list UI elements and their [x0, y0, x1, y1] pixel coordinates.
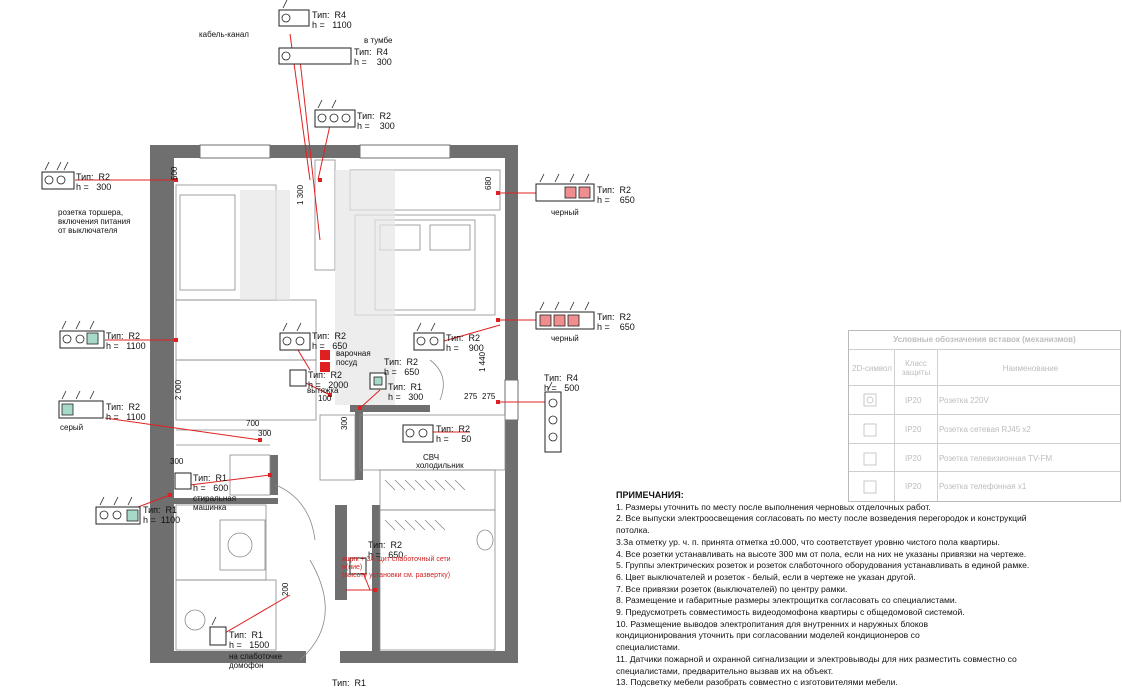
legend-header-class: Класс защиты	[901, 359, 931, 377]
legend-header-row: 2D-символ Класс защиты Наименование	[849, 349, 1120, 386]
note-line: специалистами, предварительно вызвав их …	[616, 665, 834, 676]
tag-t17: Тип: R1 h = 1100	[143, 505, 181, 525]
note-line: потолка.	[616, 525, 650, 536]
note-line: 6. Цвет выключателей и розеток - белый, …	[616, 571, 916, 582]
tag-t11: Тип: R2 h = 650	[384, 357, 420, 377]
tag-t5: Тип: R2 h = 650	[597, 185, 635, 205]
note-cabinet: в тумбе	[364, 36, 393, 45]
note-svch: СВЧ	[423, 453, 440, 462]
legend-class: IP20	[905, 453, 922, 463]
dim-1300: 1 300	[296, 184, 305, 205]
note-line: 3.За отметку ур. ч. п. принята отметка ±…	[616, 536, 1000, 547]
dim-680: 680	[484, 176, 493, 190]
tag-t20: Тип: R1	[332, 678, 367, 688]
legend-header-symbol: 2D-символ	[852, 363, 892, 373]
note-line: 7. Все привязки розеток (выключателей) п…	[616, 583, 848, 594]
dim-1440: 1 440	[478, 351, 487, 372]
note-line: 13. Подсветку мебели разобрать совместно…	[616, 677, 898, 688]
note-line: кондиционирования уточнить при согласова…	[616, 630, 920, 641]
dim-2000: 2 000	[174, 379, 183, 400]
tag-t8: Тип: R2 h = 650	[312, 331, 348, 351]
legend-header-name: Наименование	[1002, 363, 1059, 373]
note-line: 9. Предусмотреть совместимость видеодомо…	[616, 607, 965, 618]
note-line: 1. Размеры уточнить по месту после выпол…	[616, 501, 931, 512]
note-washer: стиральная машинка	[193, 494, 237, 512]
note-line: 2. Все выпуски электроосвещения согласов…	[616, 513, 1027, 524]
notes-block: ПРИМЕЧАНИЯ: 1. Размеры уточнить по месту…	[616, 490, 1116, 689]
tag-t14: Тип: R2 h = 2000	[308, 370, 349, 390]
legend-row: IP20 Розетка телефонная x1	[849, 471, 1120, 501]
dim-100: 100	[318, 394, 332, 403]
dim-300c: 300	[170, 457, 184, 466]
note-grey: серый	[60, 423, 84, 432]
tag-t2: Тип: R4 h = 300	[354, 47, 392, 67]
tag-t13: Тип: R4 h = 500	[544, 373, 580, 393]
note-line: 10. Размещение выводов электропитания дл…	[616, 618, 929, 629]
note-floorlamp: розетка торшера, включения питания от вы…	[58, 208, 131, 235]
tag-t3: Тип: R2 h = 300	[357, 111, 395, 131]
tag-t15: Тип: R2 h = 50	[436, 424, 472, 444]
tag-t6: Тип: R2 h = 650	[597, 312, 635, 332]
tag-t1: Тип: R4 h = 1100	[312, 10, 352, 30]
note-cable: кабель-канал	[199, 30, 249, 39]
note-black-2: черный	[551, 334, 579, 343]
tag-t12: Тип: R1 h = 300	[388, 382, 424, 402]
legend-table: Условные обозначения вставок (механизмов…	[848, 330, 1121, 502]
dim-275a: 275	[464, 392, 478, 401]
tag-t18: Тип: R2 h = 650	[368, 540, 404, 560]
tag-t9: Тип: R2 h = 900	[446, 333, 484, 353]
legend-name: Розетка сетевая RJ45 x2	[939, 425, 1031, 434]
dim-300a: 300	[258, 429, 272, 438]
legend-class: IP20	[905, 482, 922, 491]
dim-700: 700	[246, 419, 260, 428]
tag-t7: Тип: R2 h = 1100	[106, 331, 146, 351]
notes-title: ПРИМЕЧАНИЯ:	[616, 490, 684, 500]
note-fridge: холодильник	[416, 461, 464, 470]
walls	[150, 145, 518, 663]
note-black-1: черный	[551, 208, 579, 217]
legend-row: IP20 Розетка сетевая RJ45 x2	[849, 414, 1120, 444]
dim-275b: 275	[482, 392, 496, 401]
legend-row: IP20 Розетка телевизионная TV-FM	[849, 443, 1120, 472]
note-dishwasher: варочная посуд	[336, 349, 371, 367]
tag-t10: Тип: R2 h = 1100	[106, 402, 146, 422]
note-line: 11. Датчики пожарной и охранной сигнализ…	[616, 653, 1017, 664]
note-line: специалистами.	[616, 642, 681, 653]
legend-name: Розетка 220V	[939, 396, 989, 405]
dim-200: 200	[281, 582, 290, 596]
note-hood: вытяжка	[307, 386, 339, 395]
dim-300b: 300	[340, 416, 349, 430]
legend-title: Условные обозначения вставок (механизмов…	[893, 335, 1076, 344]
note-line: 5. Группы электрических розеток и розето…	[616, 560, 1030, 571]
note-lowcurrent: ящик + 3А щит слаботочный сети н(ние) (в…	[342, 556, 451, 579]
legend-class: IP20	[905, 396, 922, 405]
legend-class: IP20	[905, 425, 922, 434]
legend-name: Розетка телефонная x1	[939, 482, 1027, 491]
dim-500: 500	[170, 166, 179, 180]
tag-t4: Тип: R2 h = 300	[76, 172, 112, 192]
note-line: 4. Все розетки устанавливать на высоте 3…	[616, 548, 1027, 559]
tag-t16: Тип: R1 h = 600	[193, 473, 229, 493]
note-line: 8. Размещение и габаритные размеры элект…	[616, 595, 958, 606]
note-intercom: на слаботочке домофон	[229, 652, 283, 670]
tag-t19: Тип: R1 h = 1500	[229, 630, 270, 650]
legend-row: IP20 Розетка 220V	[849, 385, 1120, 415]
legend-name: Розетка телевизионная TV-FM	[939, 453, 1053, 463]
